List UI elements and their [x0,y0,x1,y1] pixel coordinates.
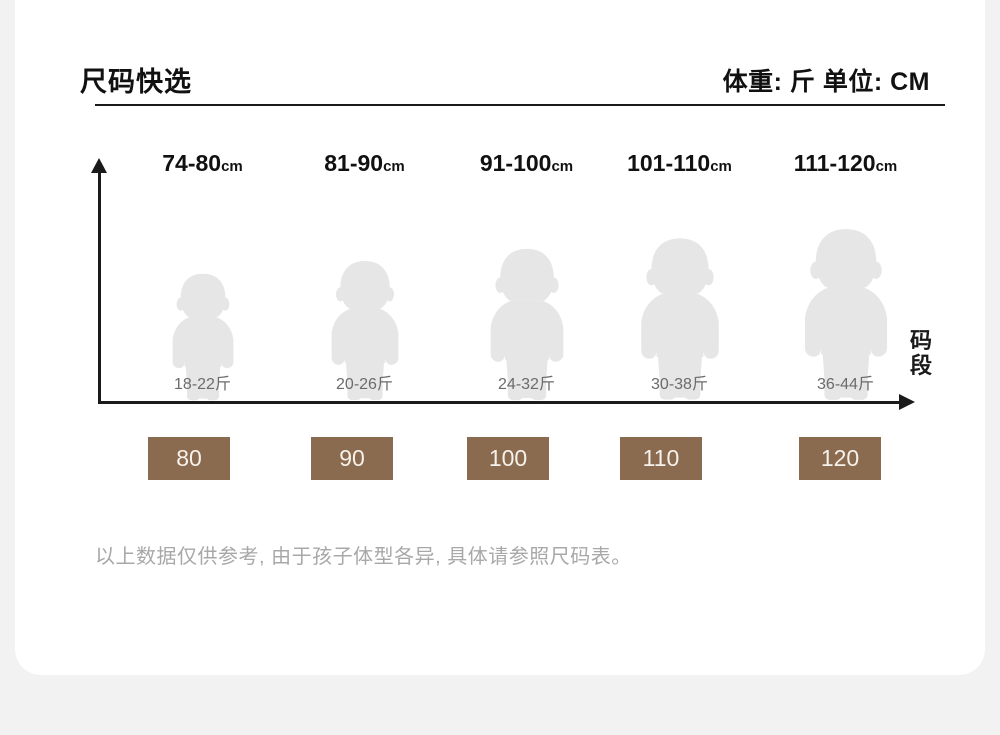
height-range-value: 111-120 [793,150,876,176]
height-range-label: 74-80cm [120,150,285,177]
height-unit: cm [875,158,898,175]
horizontal-axis-label: 码段 [909,328,932,378]
size-column-90[interactable]: 81-90cm 20-26斤 90 [282,150,447,480]
height-range-value: 91-100 [479,150,552,176]
child-figure-icon [763,222,928,402]
size-button-120[interactable]: 120 [799,437,881,480]
height-unit: cm [551,158,574,175]
disclaimer-text: 以上数据仅供参考, 由于孩子体型各异, 具体请参照尺码表。 [95,546,632,568]
page-title: 尺码快选 [80,67,192,97]
child-figure-icon [597,222,762,402]
child-figure-icon [282,222,447,402]
size-column-80[interactable]: 74-80cm 18-22斤 80 [120,150,285,480]
height-unit: cm [383,158,405,175]
height-range-label: 101-110cm [597,150,762,177]
height-range-value: 74-80 [162,150,222,176]
weight-range-label: 36-44斤 [817,376,874,393]
child-silhouette-svg [172,273,233,401]
size-guide-card: 尺码快选 体重: 斤 单位: CM 码段 74-80cm 18-22斤 [15,0,985,675]
horizontal-axis-arrow-icon [899,394,915,410]
weight-range-label: 30-38斤 [651,376,708,393]
child-figure-icon [120,222,285,402]
horizontal-axis-line [98,401,901,404]
height-unit: cm [710,158,732,175]
size-button-100[interactable]: 100 [467,437,549,480]
child-silhouette-svg [490,248,563,401]
height-range-value: 101-110 [627,150,711,176]
units-note: 体重: 斤 单位: CM [722,68,930,96]
height-range-label: 111-120cm [763,150,928,177]
weight-range-label: 24-32斤 [498,376,555,393]
height-unit: cm [221,158,243,175]
height-range-label: 91-100cm [444,150,609,177]
child-figure-icon [444,222,609,402]
size-column-110[interactable]: 101-110cm 30-38斤 110 [597,150,762,480]
child-silhouette-svg [640,238,719,400]
size-column-120[interactable]: 111-120cm 36-44斤 120 [763,150,928,480]
weight-range-label: 20-26斤 [336,376,393,393]
size-button-80[interactable]: 80 [148,437,230,480]
height-range-label: 81-90cm [282,150,447,177]
vertical-axis-arrow-icon [91,158,107,173]
size-button-110[interactable]: 110 [620,437,702,480]
header: 尺码快选 体重: 斤 单位: CM [80,60,930,110]
size-button-90[interactable]: 90 [311,437,393,480]
child-silhouette-svg [331,260,398,401]
weight-range-label: 18-22斤 [174,376,231,393]
vertical-axis-line [98,170,101,404]
header-divider [95,104,945,106]
size-column-100[interactable]: 91-100cm 24-32斤 100 [444,150,609,480]
child-silhouette-svg [804,229,887,400]
height-range-value: 81-90 [324,150,384,176]
